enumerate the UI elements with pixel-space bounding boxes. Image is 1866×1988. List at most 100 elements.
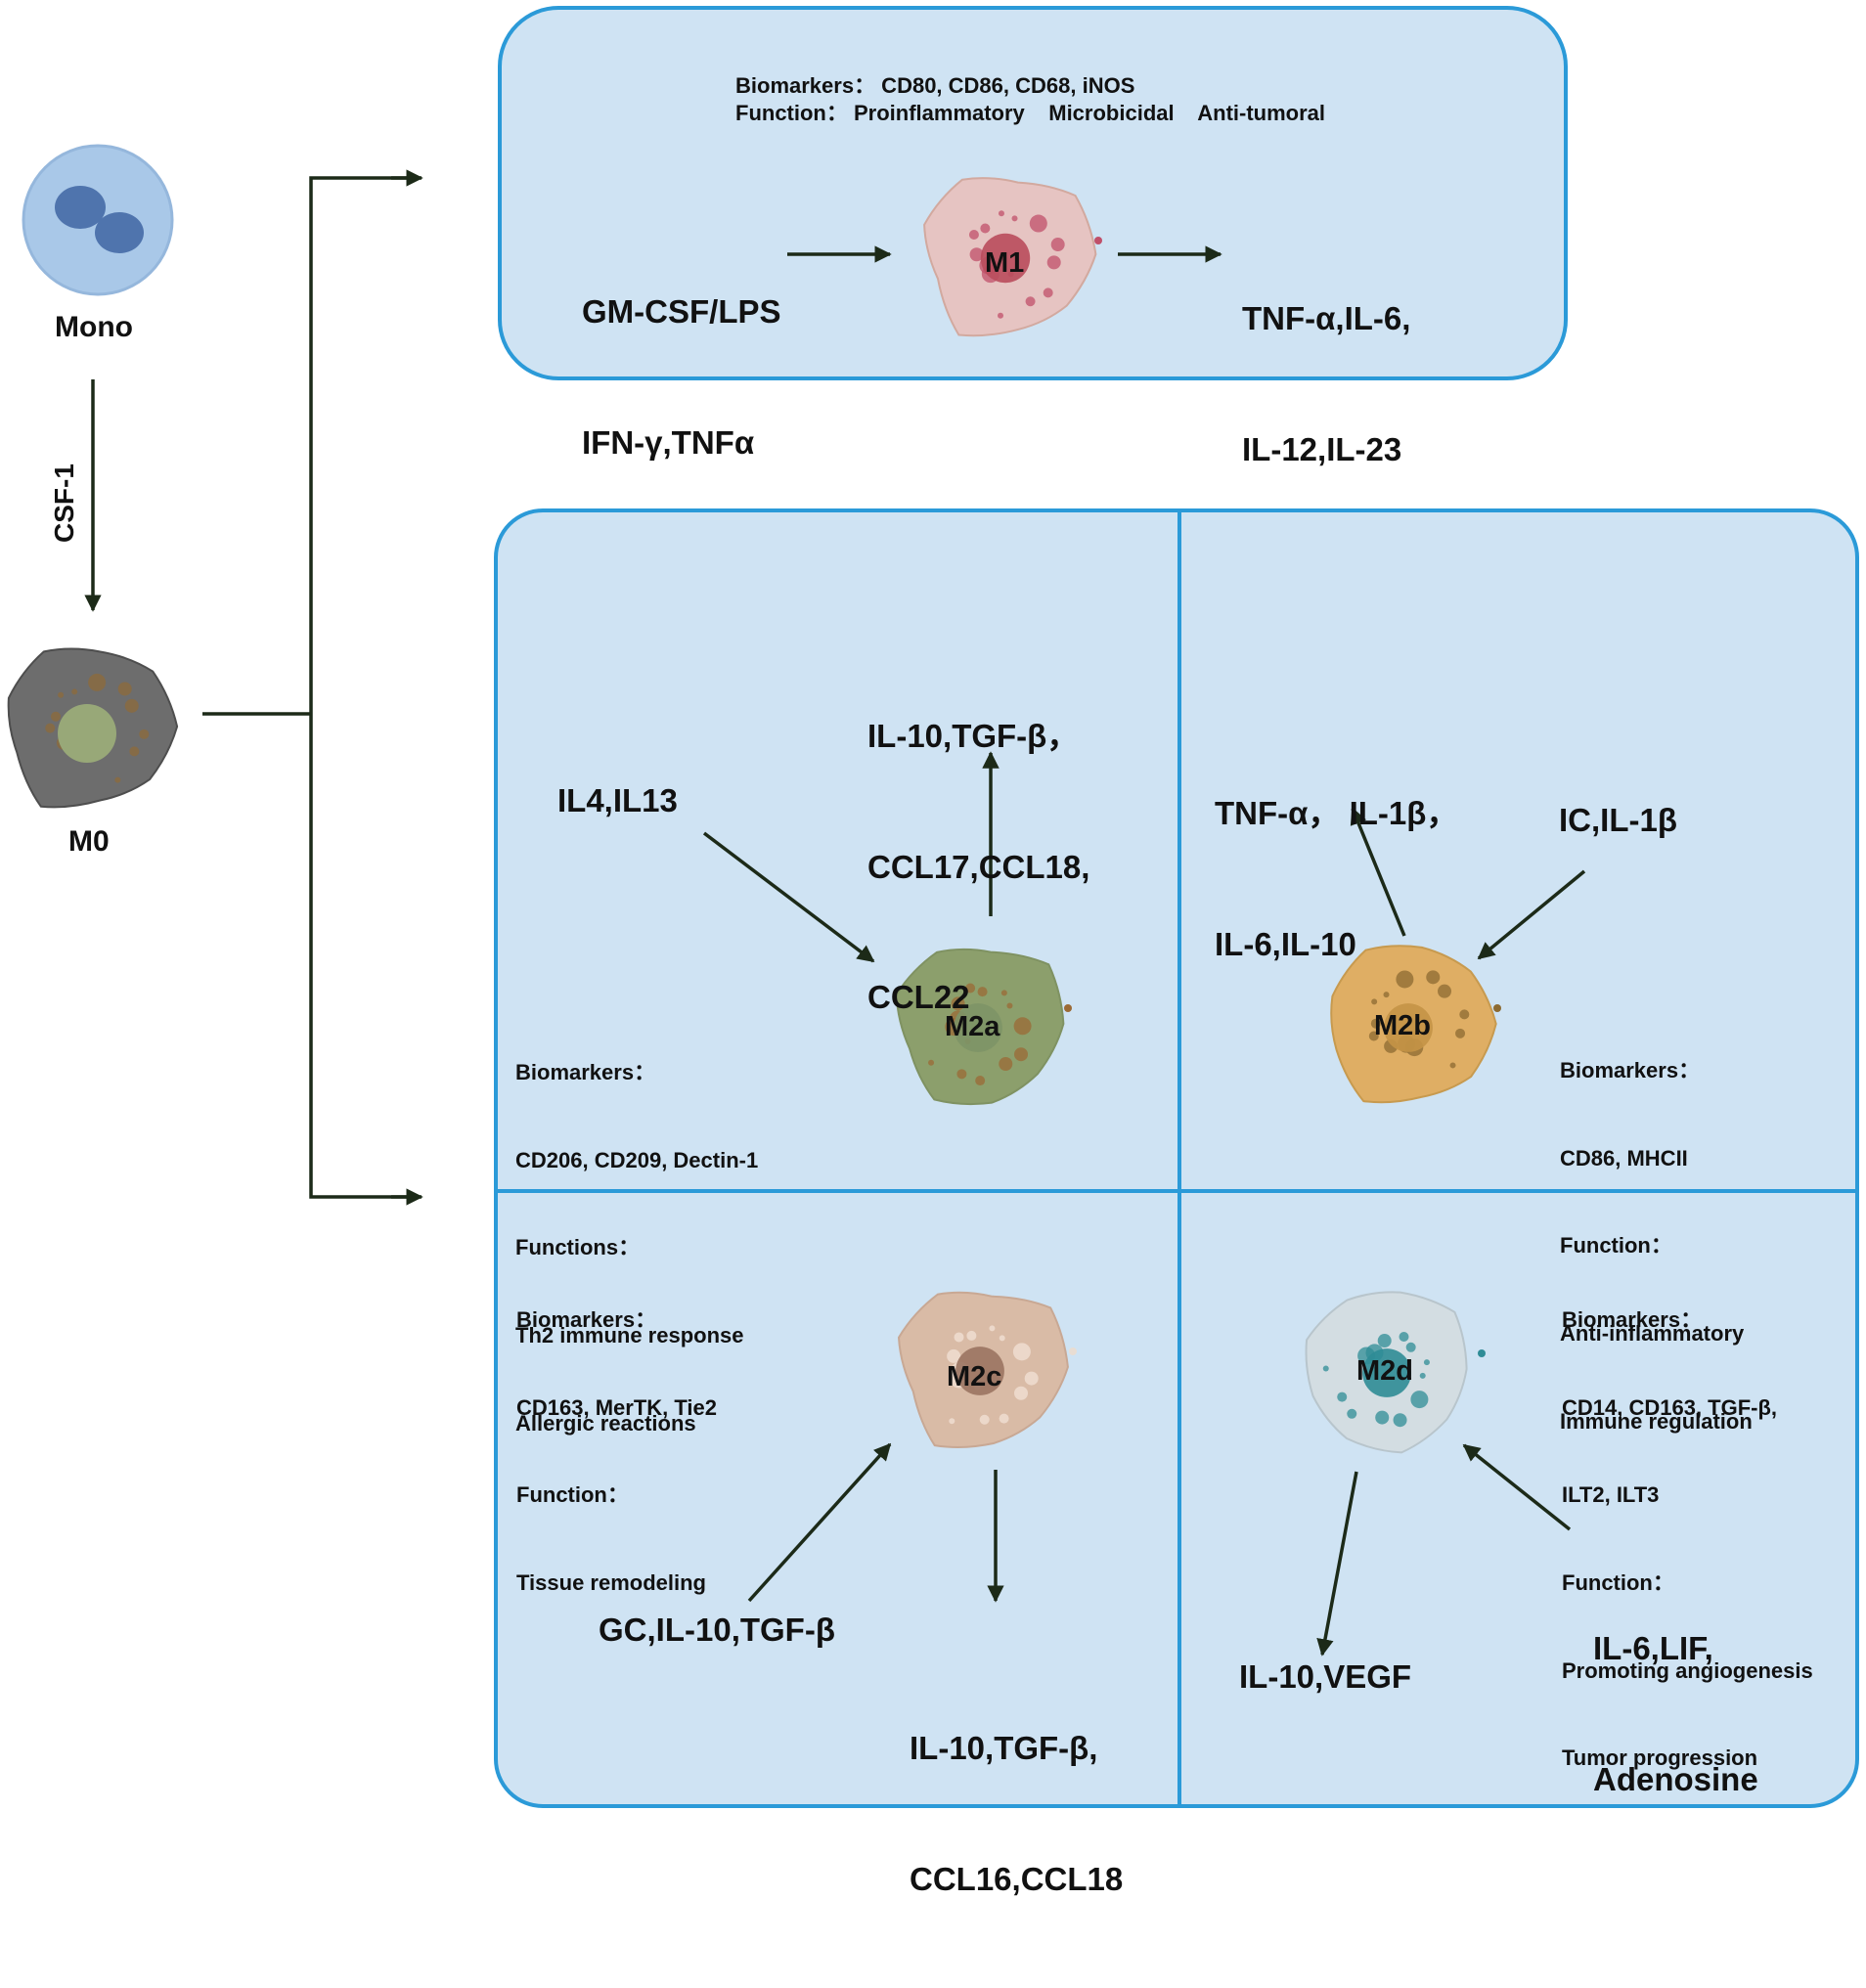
m0-granule bbox=[50, 711, 61, 722]
m0-granule bbox=[129, 746, 140, 757]
m0-granule bbox=[58, 691, 65, 698]
m2c-granule bbox=[966, 1330, 977, 1341]
m2b-input: IC,IL-1β bbox=[1559, 802, 1677, 838]
m2d-granule bbox=[1405, 1342, 1416, 1352]
m2b-output-arrow bbox=[1350, 807, 1406, 937]
m2b-info: Biomarkers： CD86, MHCII Function： Anti-i… bbox=[1560, 997, 1753, 1494]
macrophage-polarization-diagram: Mono CSF-1 M0 Biomarkers： CD80, CD86, CD… bbox=[7, 6, 1859, 1897]
m2a-granule bbox=[1014, 1047, 1029, 1062]
m0-label: M0 bbox=[68, 825, 110, 858]
m2c-outputs: IL-10,TGF-β, CCL16,CCL18 bbox=[910, 1640, 1123, 1988]
m0-granule bbox=[71, 688, 78, 695]
m0-granule bbox=[114, 776, 121, 783]
m2d-info-line: CD14, CD163, TGF-β, bbox=[1562, 1394, 1778, 1420]
m2-vertical-divider bbox=[1177, 510, 1181, 1806]
m2d-granule bbox=[1399, 1332, 1409, 1343]
m2b-granule bbox=[1449, 1062, 1456, 1069]
m2d-info-line: Promoting angiogenesis bbox=[1562, 1657, 1813, 1683]
m2c-info: Biomarkers： CD163, MerTK, Tie2 Function：… bbox=[516, 1247, 717, 1657]
m2d-info: Biomarkers： CD14, CD163, TGF-β, ILT2, IL… bbox=[1562, 1247, 1813, 1832]
m2a-info-line: Allergic reactions bbox=[515, 1410, 696, 1436]
m2c-input-arrow bbox=[747, 1442, 892, 1603]
m0-granule bbox=[124, 698, 139, 713]
m0-granule bbox=[117, 682, 132, 696]
m2d-inputs: IL-6,LIF, Adenosine bbox=[1593, 1540, 1758, 1888]
m1-granule bbox=[969, 247, 984, 262]
m1-output-line: TNF-α,IL-6, bbox=[1242, 300, 1411, 337]
m2a-info-line: Biomarkers： bbox=[515, 1059, 656, 1084]
m2a-input: IL4,IL13 bbox=[557, 782, 678, 818]
mono-label: Mono bbox=[55, 311, 133, 343]
m2c-output-line: CCL16,CCL18 bbox=[910, 1860, 1124, 1897]
m2a-granule bbox=[1013, 1017, 1032, 1036]
m2d-vesicle bbox=[1478, 1349, 1486, 1357]
m2d-info-line: Function： bbox=[1562, 1569, 1674, 1595]
m2d-granule bbox=[1337, 1392, 1348, 1402]
m2a-cell-label: M2a bbox=[945, 1011, 1000, 1042]
m2b-info-line: Biomarkers： bbox=[1560, 1057, 1701, 1082]
m0-nucleus bbox=[58, 704, 116, 763]
m1-granule bbox=[1025, 296, 1036, 307]
m1-granule bbox=[968, 229, 979, 240]
m2d-output-arrow bbox=[1316, 1471, 1358, 1657]
m2a-output-line: CCL22 bbox=[867, 979, 970, 1016]
m1-granule bbox=[998, 312, 1004, 319]
m2a-granule bbox=[965, 983, 976, 994]
m2b-granule bbox=[1370, 1018, 1381, 1029]
m0-granule bbox=[139, 729, 150, 739]
m2c-granule bbox=[954, 1332, 964, 1343]
m1-granule bbox=[998, 210, 1004, 217]
m2b-outputs: TNF-α， IL-1β， IL-6,IL-10 bbox=[1215, 705, 1458, 1053]
m2b-output-line: TNF-α， IL-1β， bbox=[1215, 795, 1459, 832]
m1-input-line: IFN-γ,TNFα bbox=[582, 423, 755, 461]
connectors-layer bbox=[7, 144, 1586, 1657]
m2c-info-line: CD163, MerTK, Tie2 bbox=[516, 1394, 718, 1420]
m2b-info-line: Anti-inflammatory bbox=[1560, 1320, 1745, 1346]
monocyte-nucleus bbox=[55, 186, 106, 229]
m1-cell-label: M1 bbox=[985, 247, 1025, 279]
m2d-granule bbox=[1375, 1410, 1390, 1425]
m2a-granule bbox=[956, 1069, 967, 1080]
m2c-granule bbox=[947, 1348, 961, 1363]
m2b-granule bbox=[1459, 1009, 1470, 1020]
m2c-output-line: IL-10,TGF-β, bbox=[910, 1730, 1098, 1767]
m2d-input-line: Adenosine bbox=[1593, 1760, 1758, 1797]
m2a-info-line: CD206, CD209, Dectin-1 bbox=[515, 1147, 759, 1172]
m2d-granule bbox=[1322, 1365, 1329, 1372]
m2a-input-arrow bbox=[702, 831, 875, 963]
m2d-granule bbox=[1423, 1359, 1430, 1366]
m2a-output-line: CCL17,CCL18, bbox=[867, 848, 1090, 885]
m2b-granule bbox=[1396, 970, 1414, 989]
m2d-granule bbox=[1377, 1334, 1392, 1348]
m1-granule bbox=[1011, 215, 1018, 222]
m2a-granule bbox=[975, 1076, 986, 1086]
csf1-label: CSF-1 bbox=[49, 464, 79, 543]
m2a-granule bbox=[928, 1059, 935, 1066]
m2d-output: IL-10,VEGF bbox=[1239, 1658, 1412, 1695]
m2b-granule bbox=[1455, 1028, 1466, 1038]
m2d-granule bbox=[1347, 1408, 1357, 1419]
m2a-nucleus bbox=[954, 1003, 1002, 1052]
m2b-vesicle bbox=[1493, 1004, 1501, 1012]
m2c-nucleus bbox=[955, 1347, 1004, 1395]
m1-granule bbox=[1043, 287, 1053, 298]
m2b-granule bbox=[1438, 984, 1452, 998]
m0-granule bbox=[88, 673, 107, 691]
m2d-info-line: Biomarkers： bbox=[1562, 1306, 1703, 1332]
m2c-granule bbox=[949, 1418, 955, 1425]
m2c-granule bbox=[989, 1325, 996, 1332]
m2a-info-line: Th2 immune response bbox=[515, 1322, 744, 1347]
m2c-info-line: Biomarkers： bbox=[516, 1306, 657, 1332]
m2b-cell-label: M2b bbox=[1374, 1010, 1431, 1041]
m2b-output-line: IL-6,IL-10 bbox=[1215, 925, 1356, 962]
m2b-info-line: CD86, MHCII bbox=[1560, 1145, 1688, 1171]
m2c-info-line: Tissue remodeling bbox=[516, 1569, 706, 1595]
m2b-granule bbox=[1368, 1031, 1379, 1041]
m2-horizontal-divider bbox=[496, 1189, 1857, 1193]
m2d-input-line: IL-6,LIF, bbox=[1593, 1630, 1713, 1667]
m2b-granule bbox=[1371, 998, 1378, 1005]
m2a-info: Biomarkers： CD206, CD209, Dectin-1 Funct… bbox=[515, 999, 758, 1496]
m1-function: Function： Proinflammatory Microbicidal A… bbox=[735, 101, 1326, 125]
m1-inputs: GM-CSF/LPS IFN-γ,TNFα bbox=[582, 203, 781, 552]
m2a-granule bbox=[951, 996, 965, 1011]
